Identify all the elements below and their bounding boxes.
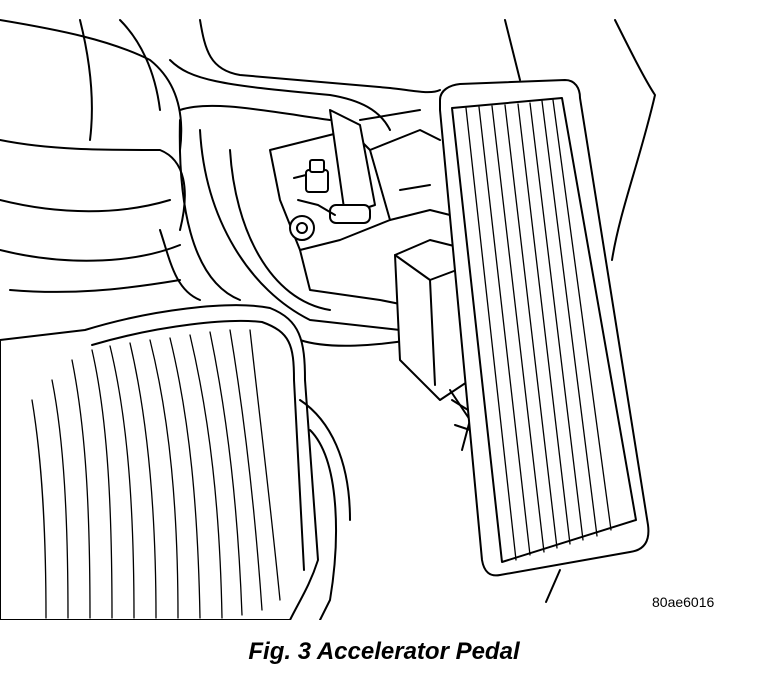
accelerator-pedal-pad (439, 79, 650, 603)
floor-contour (299, 399, 351, 620)
figure-code: 80ae6016 (652, 594, 715, 610)
brake-pedal-pad (0, 304, 319, 620)
pedal-bracket (269, 109, 451, 311)
firewall-frame (169, 19, 656, 347)
figure-caption: Fig. 3 Accelerator Pedal (248, 638, 520, 665)
steering-column-housing (0, 19, 201, 301)
accelerator-pedal-illustration (0, 19, 656, 620)
